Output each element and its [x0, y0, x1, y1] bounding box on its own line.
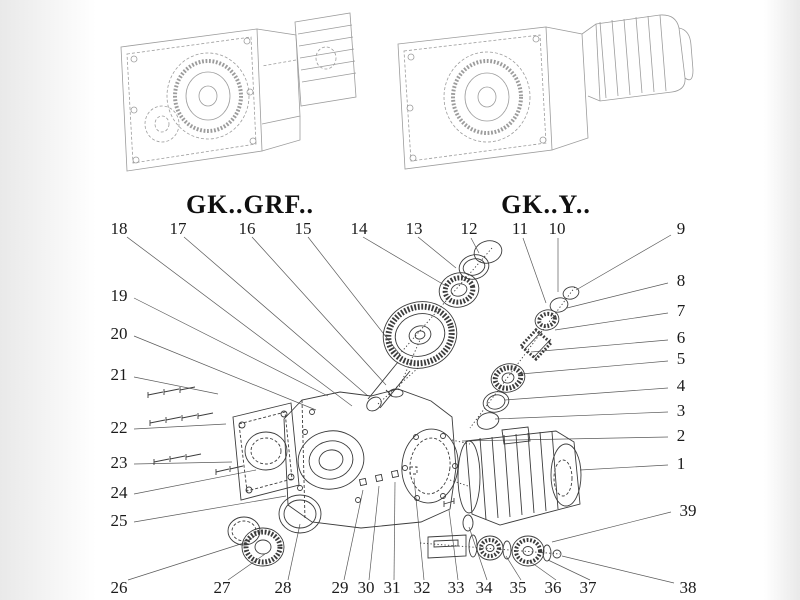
small-gear-drawing: [490, 363, 526, 393]
callout-27: 27: [213, 578, 231, 597]
callout-33: 33: [447, 578, 465, 597]
motor-drawing: [457, 426, 582, 526]
callout-15: 15: [294, 219, 312, 238]
model-label-gkgrf: GK..GRF..: [186, 190, 314, 219]
callout-36: 36: [544, 578, 562, 597]
fasteners-drawing: [358, 466, 474, 532]
callout-19: 19: [110, 286, 128, 305]
callout-20: 20: [110, 324, 128, 343]
callout-9: 9: [676, 219, 686, 238]
callout-8: 8: [676, 271, 686, 290]
callout-32: 32: [413, 578, 431, 597]
callout-22: 22: [110, 418, 128, 437]
callout-7: 7: [676, 301, 686, 320]
callout-2: 2: [676, 426, 686, 445]
callout-34: 34: [475, 578, 493, 597]
callout-26: 26: [110, 578, 128, 597]
callout-13: 13: [405, 219, 423, 238]
axis-lines: [377, 247, 576, 555]
callout-14: 14: [350, 219, 368, 238]
callout-30: 30: [357, 578, 375, 597]
flange-plate-drawing: [232, 402, 300, 501]
housing-drawing: [283, 388, 471, 529]
callout-16: 16: [238, 219, 256, 238]
callout-18: 18: [110, 219, 128, 238]
callout-3: 3: [676, 401, 686, 420]
gearbox-grf-drawing: [120, 12, 357, 172]
callout-12: 12: [460, 219, 478, 238]
callout-21: 21: [110, 365, 128, 384]
callout-4: 4: [676, 376, 686, 395]
output-shaft-drawing: [427, 534, 562, 567]
callout-38: 38: [679, 578, 697, 597]
callout-6: 6: [676, 328, 686, 347]
ring-gear-drawing: [241, 527, 285, 567]
gear-shaft-drawing: [366, 361, 411, 412]
callout-24: 24: [110, 483, 128, 502]
callout-28: 28: [274, 578, 292, 597]
model-label-gky: GK..Y..: [501, 190, 591, 219]
callout-39: 39: [679, 501, 697, 520]
callout-23: 23: [110, 453, 128, 472]
callout-5: 5: [676, 349, 686, 368]
callout-31: 31: [383, 578, 401, 597]
pinion-shaft-drawing: [518, 286, 580, 362]
callout-11: 11: [511, 219, 529, 238]
mid-rings-drawing: [476, 391, 510, 430]
callout-35: 35: [509, 578, 527, 597]
seal-rings-drawing: [227, 494, 322, 546]
callout-37: 37: [579, 578, 597, 597]
gearbox-y-drawing: [397, 14, 694, 170]
callout-10: 10: [548, 219, 566, 238]
exploded-parts-drawing: [147, 240, 582, 567]
callout-29: 29: [331, 578, 349, 597]
callout-17: 17: [169, 219, 187, 238]
callout-25: 25: [110, 511, 128, 530]
callout-1: 1: [676, 454, 686, 473]
large-gear-drawing: [382, 301, 458, 369]
bolts-drawing: [147, 386, 244, 475]
upper-bearing-drawing: [438, 272, 480, 308]
leader-lines: [126, 234, 675, 584]
upper-rings-drawing: [458, 240, 503, 280]
